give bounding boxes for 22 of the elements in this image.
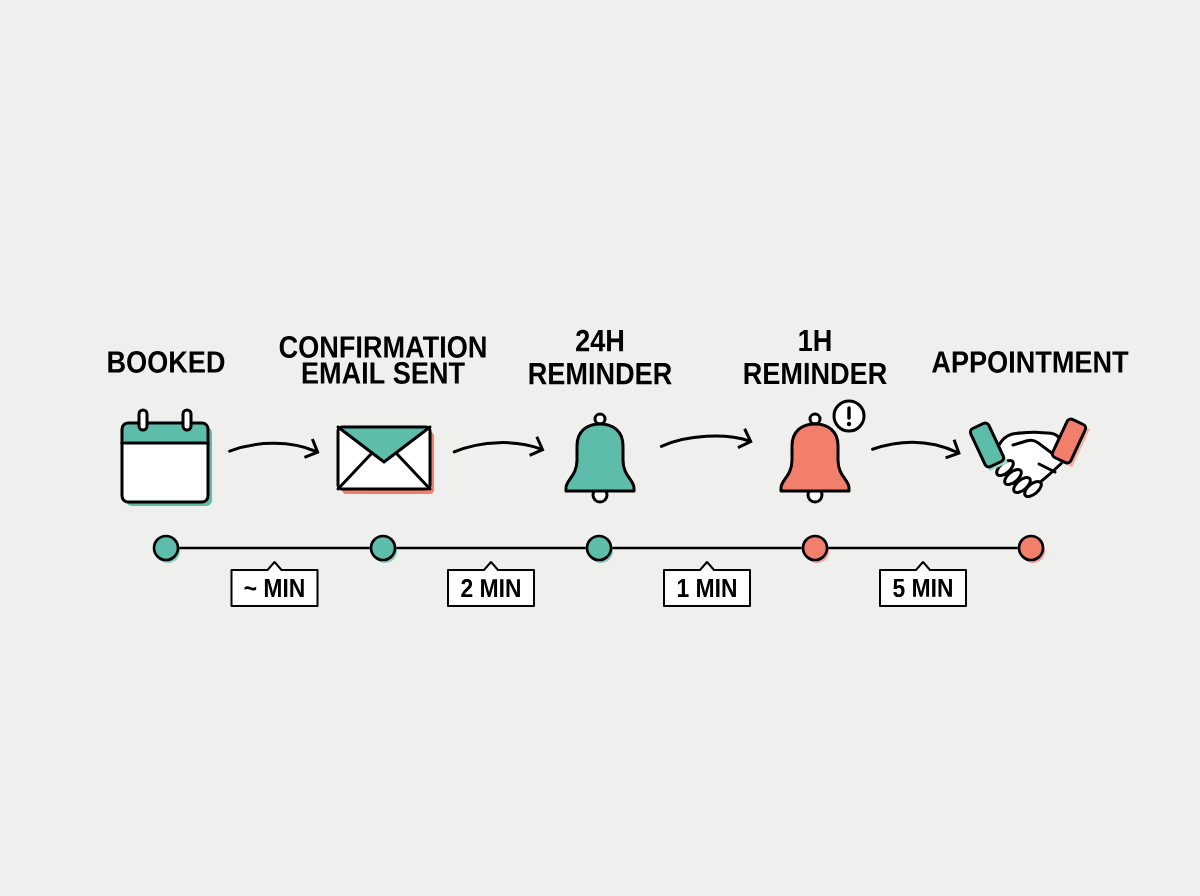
timeline-dot (1017, 534, 1045, 563)
step-title: 24H REMINDER (529, 329, 672, 385)
duration-callout: 2 MIN (447, 561, 535, 607)
arrow (659, 428, 753, 449)
timeline-dot (585, 534, 613, 563)
arrow (452, 436, 545, 457)
step-title: CONFIRMATION EMAIL SENT (279, 336, 486, 384)
step-title: APPOINTMENT (932, 351, 1129, 373)
duration-callout: 5 MIN (879, 561, 967, 607)
timeline-dot (801, 534, 829, 563)
arrow (228, 438, 320, 459)
timeline-line (828, 546, 1018, 550)
timeline-line (179, 546, 370, 550)
step-title: BOOKED (108, 351, 225, 373)
timeline-dot (369, 534, 397, 563)
step-title: 1H REMINDER (744, 329, 887, 385)
arrow (871, 439, 961, 460)
timeline-line (396, 546, 586, 550)
timeline-line (612, 546, 802, 550)
duration-callout: ~ MIN (230, 561, 319, 607)
duration-callout: 1 MIN (663, 561, 751, 607)
timeline-dot (152, 534, 180, 563)
